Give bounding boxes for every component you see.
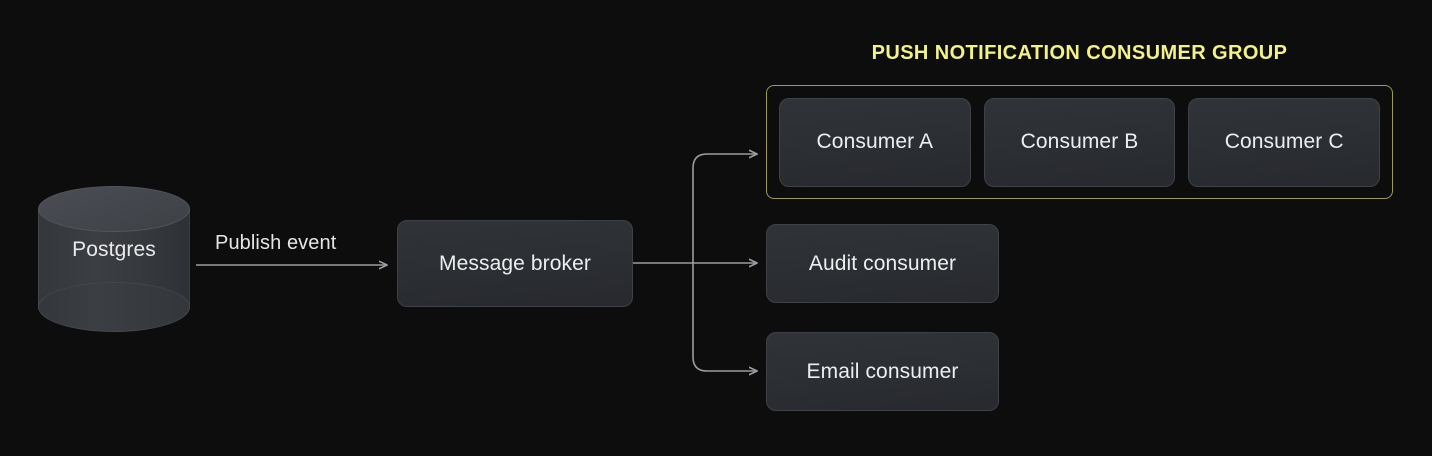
edge-to-email-consumer	[692, 262, 757, 371]
push-notification-consumer-group: Consumer A Consumer B Consumer C	[766, 85, 1393, 199]
consumer-group-title: PUSH NOTIFICATION CONSUMER GROUP	[871, 42, 1288, 64]
postgres-label: Postgres	[72, 238, 156, 261]
consumer-b-label: Consumer B	[1020, 130, 1139, 153]
email-consumer-label: Email consumer	[806, 359, 959, 383]
message-broker-label: Message broker	[439, 251, 591, 275]
consumer-c-node[interactable]: Consumer C	[1188, 97, 1381, 187]
postgres-cylinder[interactable]: Postgres	[38, 186, 190, 332]
edge-to-consumer-group	[692, 154, 757, 264]
consumer-a-label: Consumer A	[816, 130, 934, 153]
audit-consumer-node[interactable]: Audit consumer	[766, 224, 999, 303]
cylinder-top-ellipse	[38, 186, 190, 232]
consumer-c-label: Consumer C	[1224, 130, 1344, 153]
publish-event-label: Publish event	[215, 232, 337, 254]
email-consumer-node[interactable]: Email consumer	[766, 332, 999, 411]
message-broker-node[interactable]: Message broker	[397, 220, 633, 307]
audit-consumer-label: Audit consumer	[808, 251, 957, 275]
consumer-b-node[interactable]: Consumer B	[983, 97, 1176, 187]
consumer-a-node[interactable]: Consumer A	[779, 97, 971, 187]
cylinder-bottom-ellipse	[38, 282, 190, 332]
